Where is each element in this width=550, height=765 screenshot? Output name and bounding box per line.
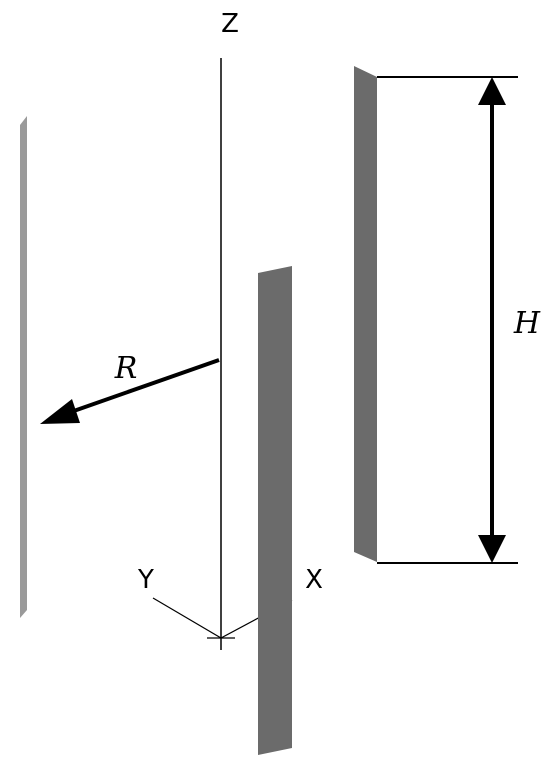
radius-label: R: [114, 351, 138, 386]
y-axis-label: Y: [137, 565, 154, 595]
height-arrowhead-bottom: [478, 535, 506, 563]
y-axis-line: [152, 597, 222, 639]
blade-right: [354, 66, 377, 562]
z-axis-label: Z: [221, 9, 239, 39]
x-axis-label: X: [305, 565, 323, 595]
height-label: H: [513, 306, 541, 341]
radius-arrowhead: [40, 399, 80, 424]
height-arrowhead-top: [478, 77, 506, 105]
blade-front: [258, 266, 292, 755]
radius-arrow-line: [67, 358, 220, 415]
blade-left: [20, 116, 27, 618]
